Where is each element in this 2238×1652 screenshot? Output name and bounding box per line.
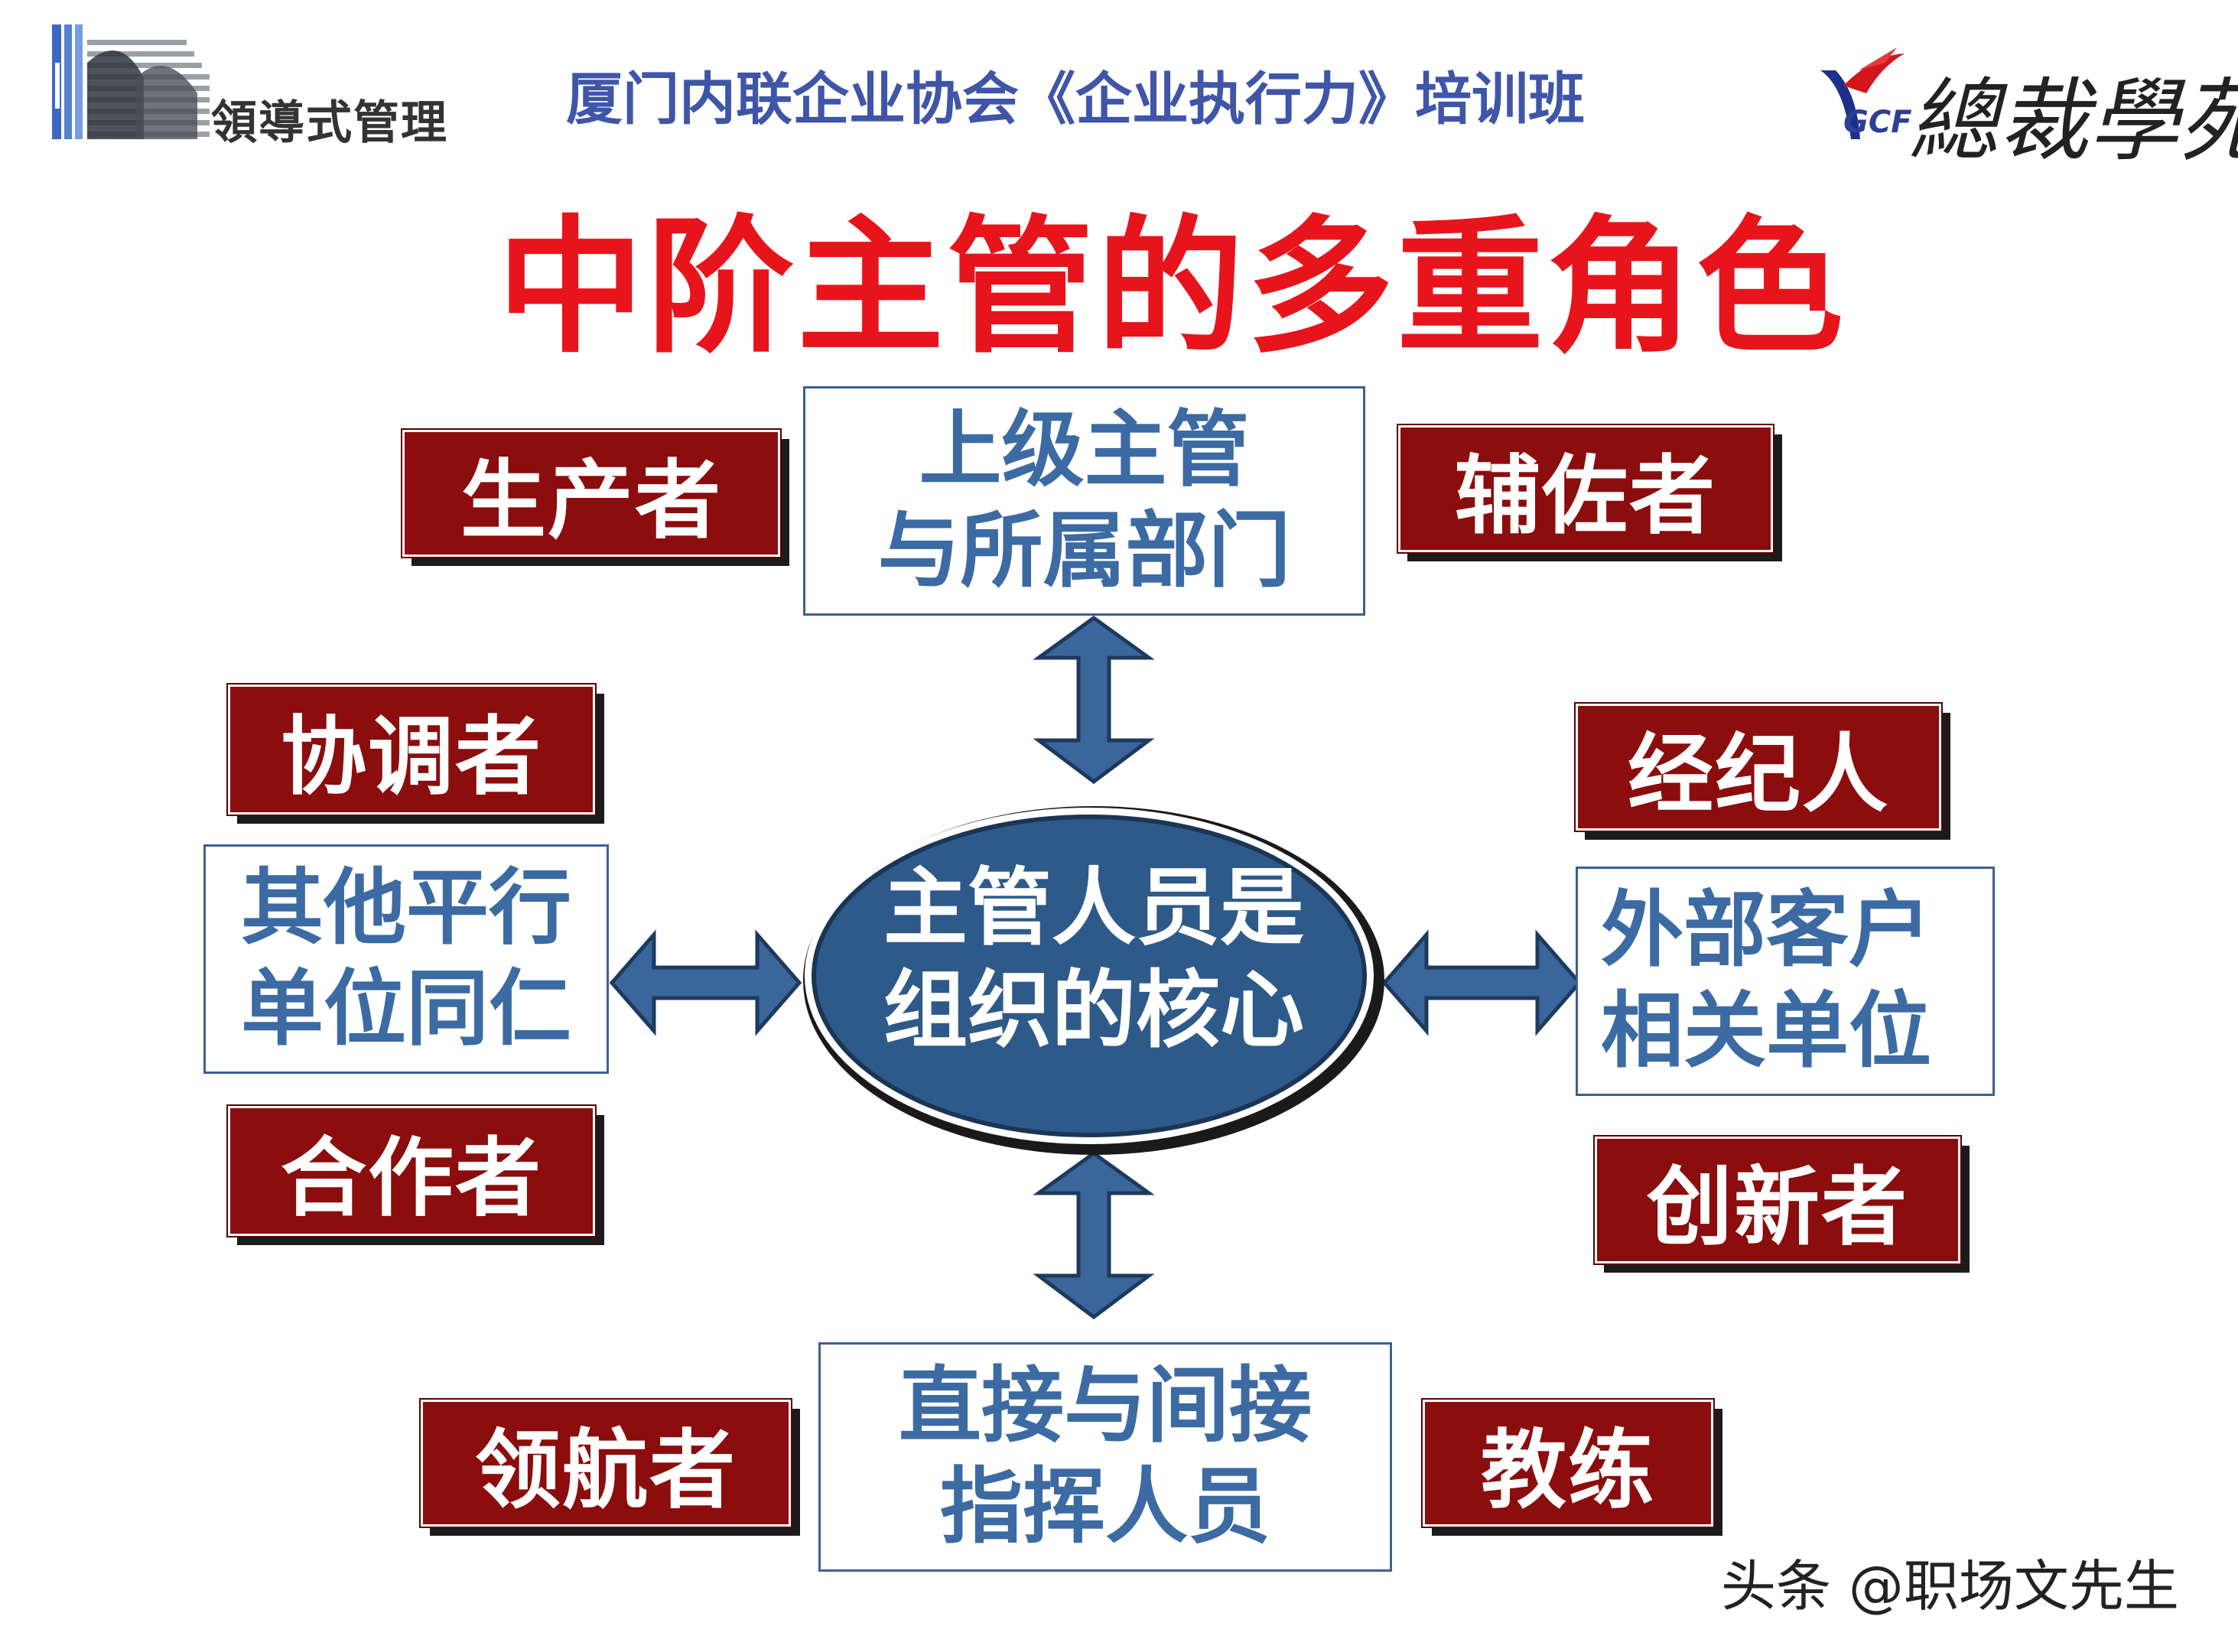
entity-peers: 其他平行 单位同仁 bbox=[203, 844, 609, 1074]
arrow-left bbox=[609, 929, 802, 1036]
role-assistant: 辅佐者 bbox=[1397, 424, 1774, 554]
role-innovator: 创新者 bbox=[1593, 1135, 1962, 1265]
logo-left-text: 領導式管理 bbox=[211, 96, 448, 150]
role-producer: 生产者 bbox=[401, 428, 782, 558]
core-label-line1: 主管人员是 bbox=[883, 859, 1304, 957]
gcf-text: GCF bbox=[1843, 105, 1912, 140]
arrow-right bbox=[1381, 929, 1583, 1036]
entity-external-line1: 外部客户 bbox=[1601, 883, 1932, 978]
arrow-top bbox=[1033, 615, 1155, 785]
entity-subordinates: 直接与间接 指挥人员 bbox=[818, 1342, 1392, 1572]
role-partner: 合作者 bbox=[226, 1104, 597, 1237]
entity-peers-line1: 其他平行 bbox=[240, 860, 571, 956]
gcf-logo: GCF 總裁學苑 bbox=[1813, 40, 2238, 174]
entity-subordinates-line1: 直接与间接 bbox=[898, 1358, 1312, 1454]
logo-right-text: 總裁學苑 bbox=[1908, 68, 2238, 174]
core-label-line2: 组织的核心 bbox=[883, 961, 1304, 1059]
gcf-swoosh-icon bbox=[1820, 47, 1905, 139]
entity-subordinates-line2: 指挥人员 bbox=[939, 1459, 1270, 1555]
role-navigator: 领航者 bbox=[419, 1398, 792, 1528]
header-title: 厦门内联企业协会《企业执行力》培训班 bbox=[566, 67, 1585, 132]
entity-superior: 上级主管 与所属部门 bbox=[803, 386, 1365, 616]
role-broker: 经纪人 bbox=[1574, 702, 1943, 832]
entity-external: 外部客户 相关单位 bbox=[1576, 867, 1995, 1096]
entity-external-line2: 相关单位 bbox=[1601, 984, 1932, 1079]
arrow-bottom bbox=[1033, 1150, 1155, 1320]
leadership-logo: 領導式管理 bbox=[44, 17, 473, 150]
entity-superior-line2: 与所属部门 bbox=[877, 503, 1291, 599]
building-logo-icon bbox=[52, 24, 210, 139]
core-label: 主管人员是 组织的核心 bbox=[795, 857, 1392, 1062]
role-coach: 教练 bbox=[1421, 1398, 1715, 1528]
entity-peers-line2: 单位同仁 bbox=[240, 961, 571, 1057]
watermark: 头条 @职场文先生 bbox=[1721, 1554, 2179, 1618]
main-title: 中阶主管的多重角色 bbox=[497, 203, 1846, 373]
role-coordinator: 协调者 bbox=[226, 683, 597, 816]
entity-superior-line1: 上级主管 bbox=[919, 402, 1250, 498]
